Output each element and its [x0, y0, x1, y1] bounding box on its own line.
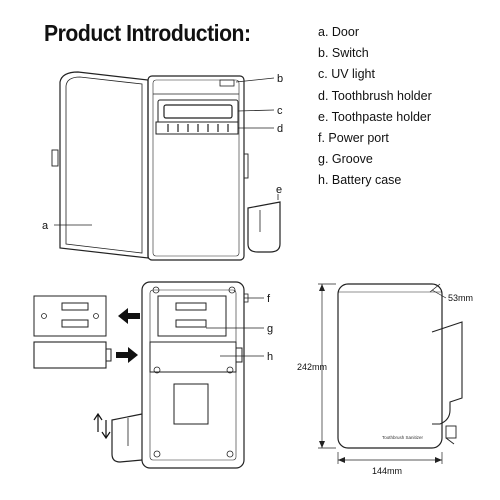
legend-item-switch: b. Switch	[318, 46, 369, 61]
back-view	[33, 281, 249, 469]
battery-case	[149, 341, 237, 373]
toothbrush-holder-plate	[33, 295, 107, 337]
door-panel	[59, 71, 149, 259]
door-inner-edge	[65, 76, 143, 254]
groove	[157, 295, 227, 337]
device-back-body	[141, 281, 245, 469]
height-dimension-label: 242mm	[297, 362, 327, 372]
device-label: Toothbrush Sanitizer	[382, 435, 424, 440]
legend-item-battery-case: h. Battery case	[318, 173, 402, 188]
callout-label-b: b	[277, 73, 283, 85]
legend-item-uv-light: c. UV light	[318, 67, 375, 82]
toothpaste-holder	[247, 201, 281, 253]
device-body	[147, 75, 245, 261]
insert-arrows	[93, 308, 140, 440]
depth-dimension-line	[431, 289, 447, 299]
legend-item-groove: g. Groove	[318, 152, 373, 167]
switch	[219, 79, 235, 87]
door-hinge-tab	[51, 149, 59, 167]
uv-light	[157, 99, 239, 125]
callout-label-e: e	[276, 184, 282, 196]
callout-label-c: c	[277, 105, 283, 117]
body-inner-cavity	[152, 79, 240, 257]
arrow-right-icon	[116, 347, 138, 363]
toothpaste-holder-back	[111, 413, 143, 463]
toothbrush-slots	[167, 124, 229, 132]
side-view	[337, 283, 463, 449]
legend-item-door: a. Door	[318, 25, 359, 39]
legend-item-toothbrush-holder: d. Toothbrush holder	[318, 88, 432, 103]
open-device-view	[51, 71, 281, 261]
rear-plate	[173, 383, 209, 425]
legend-item-power-port: f. Power port	[318, 130, 389, 145]
battery-pack	[33, 341, 107, 369]
up-down-arrows-icon	[93, 412, 111, 440]
depth-dimension-label: 53mm	[448, 293, 473, 303]
page-title: Product Introduction:	[44, 20, 251, 46]
legend-list: a. Door b. Switch c. UV light d. Toothbr…	[318, 22, 496, 192]
callout-label-h: h	[267, 351, 273, 363]
callout-label-f: f	[267, 293, 271, 305]
width-dimension-label: 144mm	[372, 466, 402, 476]
arrow-left-icon	[118, 308, 140, 324]
callout-label-d: d	[277, 123, 283, 135]
legend-item-toothpaste-holder: e. Toothpaste holder	[318, 109, 432, 124]
side-body	[337, 283, 443, 449]
callout-label-a: a	[42, 220, 49, 232]
callout-label-g: g	[267, 323, 273, 335]
side-toothpaste-holder	[431, 321, 463, 425]
